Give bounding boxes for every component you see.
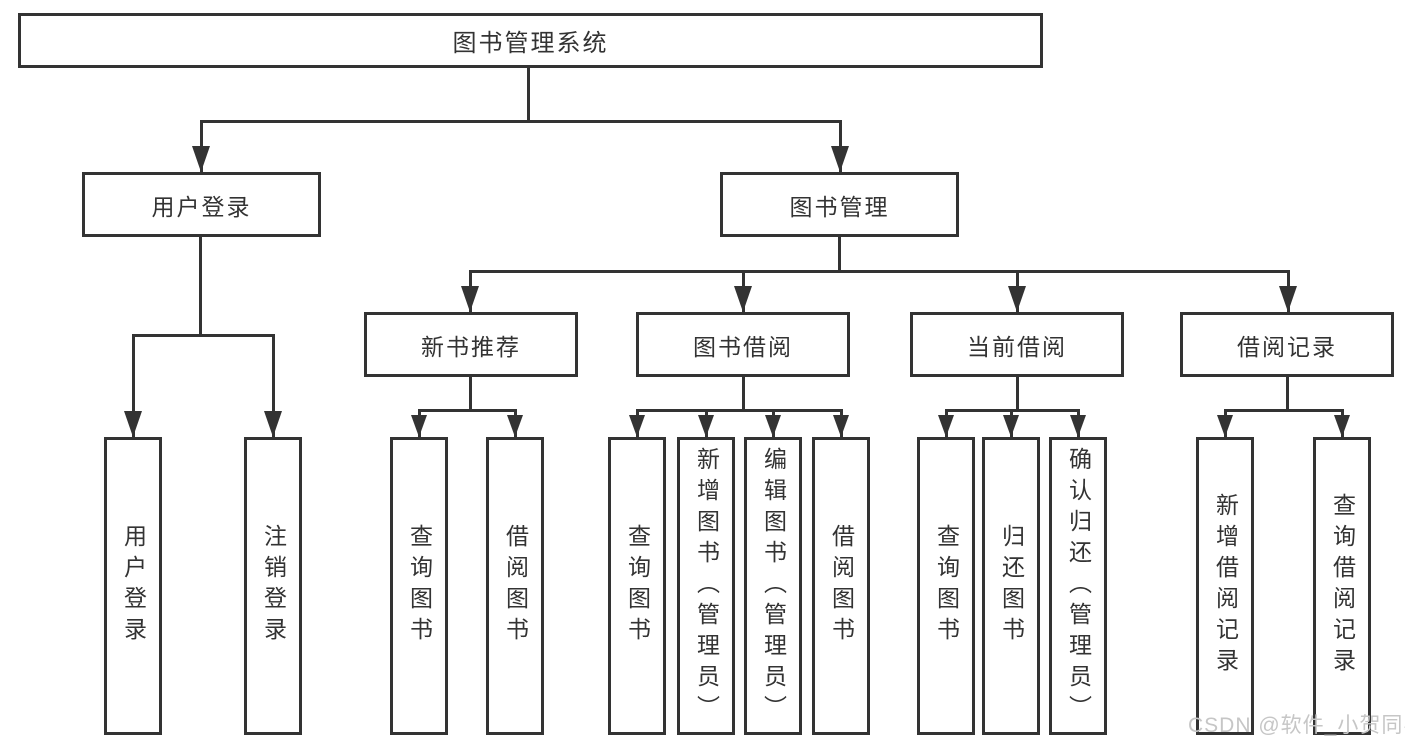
leaf-query-books-1-label: 查询图书	[406, 524, 433, 648]
node-user-login: 用户登录	[82, 172, 321, 237]
leaf-query-books-2-label: 查询图书	[624, 524, 651, 648]
connector-line	[469, 270, 1290, 273]
connector-line	[1016, 377, 1019, 409]
arrow-down-icon	[831, 120, 849, 172]
connector-line	[1224, 409, 1344, 412]
leaf-add-borrow-record: 新增借阅记录	[1196, 437, 1254, 735]
connector-line	[527, 68, 530, 120]
leaf-return-books: 归还图书	[982, 437, 1040, 735]
connector-line	[199, 237, 202, 334]
connector-line	[418, 409, 517, 412]
arrow-down-icon	[1334, 409, 1350, 437]
arrow-down-icon	[411, 409, 427, 437]
leaf-add-book-admin-label: 新增图书（管理员）	[693, 446, 720, 726]
arrow-down-icon	[1217, 409, 1233, 437]
connector-line	[469, 377, 472, 409]
node-root-label: 图书管理系统	[452, 30, 609, 57]
arrow-down-icon	[507, 409, 523, 437]
connector-line	[636, 409, 842, 412]
leaf-user-login-label: 用户登录	[120, 524, 147, 648]
leaf-query-borrow-record: 查询借阅记录	[1313, 437, 1371, 735]
arrow-down-icon	[1008, 270, 1026, 312]
arrow-down-icon	[1070, 409, 1086, 437]
connector-line	[838, 237, 841, 270]
leaf-query-books-3: 查询图书	[917, 437, 975, 735]
arrow-down-icon	[938, 409, 954, 437]
node-current-borrow: 当前借阅	[910, 312, 1124, 377]
leaf-query-borrow-record-label: 查询借阅记录	[1329, 493, 1356, 679]
leaf-user-login: 用户登录	[104, 437, 162, 735]
leaf-query-books-2: 查询图书	[608, 437, 666, 735]
arrow-down-icon	[1279, 270, 1297, 312]
connector-line	[132, 334, 275, 337]
connector-line	[1286, 377, 1289, 409]
node-new-book-recommend-label: 新书推荐	[421, 333, 521, 360]
connector-line	[742, 377, 745, 409]
node-borrow-records: 借阅记录	[1180, 312, 1394, 377]
watermark: CSDN @软件_小贺同学	[1188, 714, 1405, 737]
arrow-down-icon	[833, 409, 849, 437]
node-book-borrow: 图书借阅	[636, 312, 850, 377]
leaf-confirm-return-admin: 确认归还（管理员）	[1049, 437, 1107, 735]
leaf-edit-book-admin-label: 编辑图书（管理员）	[760, 446, 787, 726]
leaf-return-books-label: 归还图书	[998, 524, 1025, 648]
node-book-management: 图书管理	[720, 172, 959, 237]
leaf-logout-label: 注销登录	[260, 524, 287, 648]
leaf-borrow-books-1-label: 借阅图书	[502, 524, 529, 648]
arrow-down-icon	[734, 270, 752, 312]
leaf-edit-book-admin: 编辑图书（管理员）	[744, 437, 802, 735]
leaf-borrow-books-2: 借阅图书	[812, 437, 870, 735]
node-book-management-label: 图书管理	[789, 193, 890, 220]
node-borrow-records-label: 借阅记录	[1237, 333, 1337, 360]
leaf-query-books-3-label: 查询图书	[933, 524, 960, 648]
arrow-down-icon	[264, 334, 282, 437]
node-book-borrow-label: 图书借阅	[693, 333, 793, 360]
node-user-login-label: 用户登录	[151, 193, 252, 220]
arrow-down-icon	[698, 409, 714, 437]
arrow-down-icon	[765, 409, 781, 437]
arrow-down-icon	[461, 270, 479, 312]
leaf-confirm-return-admin-label: 确认归还（管理员）	[1065, 446, 1092, 726]
leaf-borrow-books-2-label: 借阅图书	[828, 524, 855, 648]
leaf-logout: 注销登录	[244, 437, 302, 735]
arrow-down-icon	[629, 409, 645, 437]
node-current-borrow-label: 当前借阅	[967, 333, 1067, 360]
leaf-query-books-1: 查询图书	[390, 437, 448, 735]
leaf-add-borrow-record-label: 新增借阅记录	[1212, 493, 1239, 679]
arrow-down-icon	[124, 334, 142, 437]
node-new-book-recommend: 新书推荐	[364, 312, 578, 377]
connector-line	[200, 120, 841, 123]
arrow-down-icon	[192, 120, 210, 172]
leaf-add-book-admin: 新增图书（管理员）	[677, 437, 735, 735]
node-root: 图书管理系统	[18, 13, 1043, 68]
leaf-borrow-books-1: 借阅图书	[486, 437, 544, 735]
arrow-down-icon	[1003, 409, 1019, 437]
